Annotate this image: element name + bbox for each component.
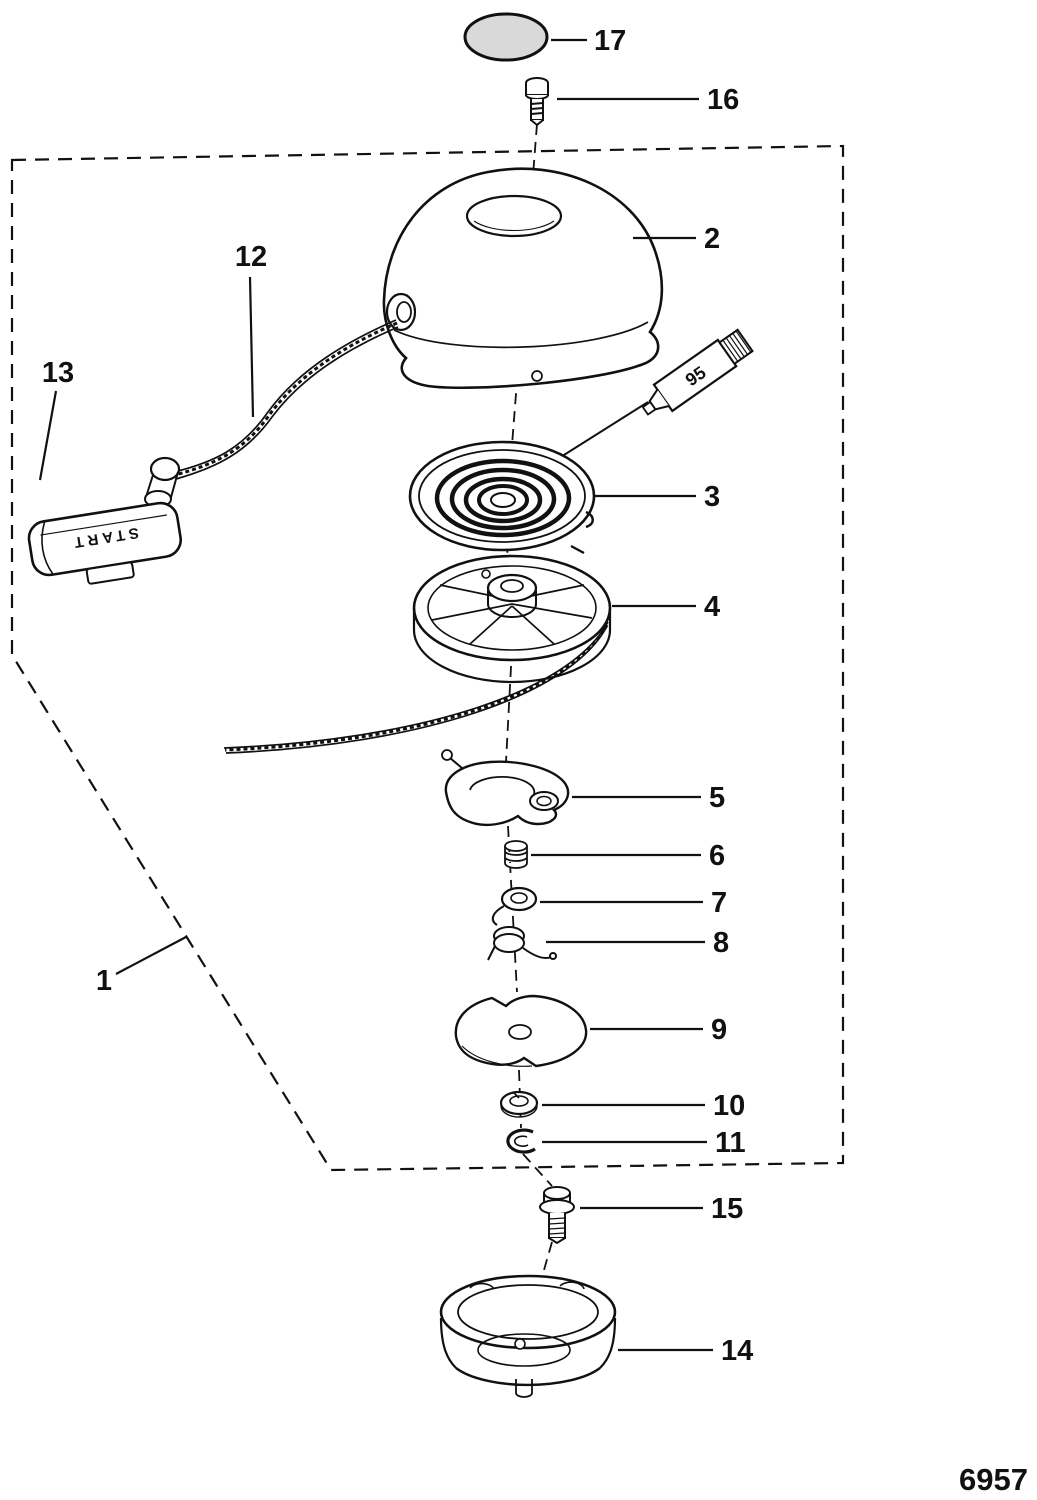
part-8-torsion-spring <box>487 926 557 961</box>
part-5-pawl <box>441 749 570 827</box>
callout-2: 2 <box>704 223 720 255</box>
part-15-bolt <box>539 1186 575 1245</box>
part-7-bushing <box>491 886 538 926</box>
part-16-bolt <box>525 77 549 127</box>
assembly-boundary-outline <box>10 144 845 1172</box>
part-9-cam-plate <box>454 994 588 1068</box>
callout-numbers: 17 16 2 12 13 3 4 5 6 7 8 9 10 11 15 14 … <box>42 25 753 1367</box>
callout-17: 17 <box>594 25 626 57</box>
callout-12: 12 <box>235 241 267 273</box>
callout-4: 4 <box>704 591 720 623</box>
callout-1: 1 <box>96 965 112 997</box>
callout-9: 9 <box>711 1014 727 1046</box>
part-13-starter-handle: START <box>27 456 182 585</box>
callout-13: 13 <box>42 357 74 389</box>
callout-16: 16 <box>707 84 739 116</box>
starter-rope-lower-run <box>223 621 609 754</box>
callout-15: 15 <box>711 1193 743 1225</box>
part-17-cap <box>463 12 549 62</box>
callout-5: 5 <box>709 782 725 814</box>
figure-number: 6957 <box>959 1462 1028 1497</box>
callout-7: 7 <box>711 887 727 919</box>
callout-6: 6 <box>709 840 725 872</box>
part-2-housing <box>382 167 664 390</box>
part-3-recoil-spring <box>408 440 596 555</box>
callout-14: 14 <box>721 1335 753 1367</box>
part-10-lock-washer <box>499 1090 539 1118</box>
part-4-pulley <box>412 554 612 684</box>
part-12-starter-rope <box>173 319 399 480</box>
sealant-arrow <box>555 401 649 461</box>
callout-11: 11 <box>715 1127 746 1159</box>
callout-3: 3 <box>704 481 720 513</box>
sealant-tube-95: 95 <box>548 328 754 466</box>
callout-leader-lines <box>38 38 713 1352</box>
callout-10: 10 <box>713 1090 745 1122</box>
part-6-spring <box>504 840 528 869</box>
part-11-e-clip <box>506 1128 536 1154</box>
part-14-cup <box>439 1274 617 1398</box>
callout-8: 8 <box>713 927 729 959</box>
